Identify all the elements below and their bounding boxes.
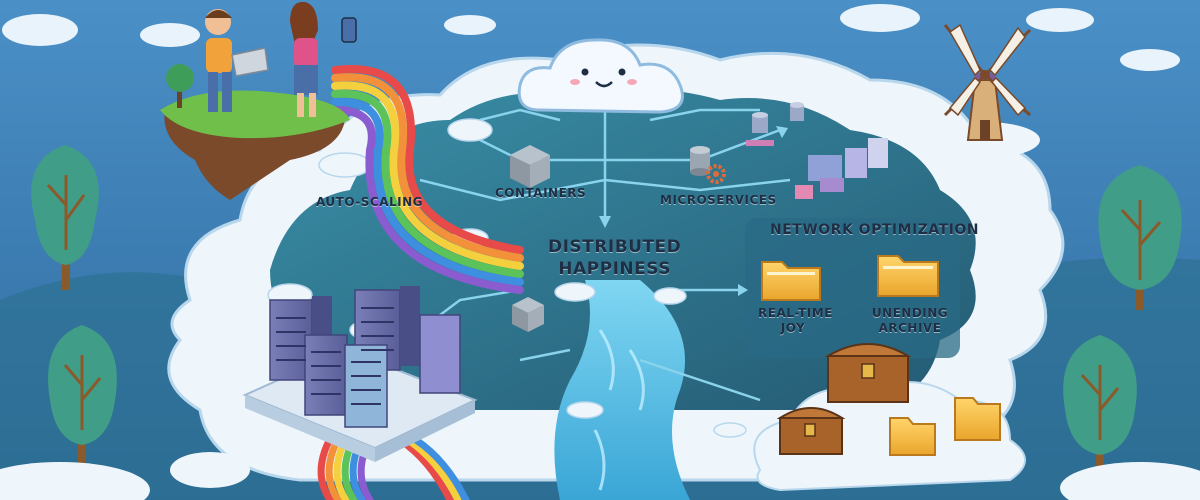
folder-icon-3 <box>889 397 1001 456</box>
center-title-line2: HAPPINESS <box>558 259 671 279</box>
server-rack-icon <box>242 286 478 462</box>
database-cluster-icon <box>746 102 888 199</box>
microservices-label: MICROSERVICES <box>660 193 777 207</box>
treasure-chest-icon <box>824 343 912 403</box>
smartphone-icon <box>341 17 357 43</box>
tree-icon-left-bottom <box>48 325 117 470</box>
unending-archive-label: UNENDING ARCHIVE <box>870 306 950 336</box>
river-icon <box>554 280 690 500</box>
background-clouds <box>2 4 1180 71</box>
laptop-icon <box>231 47 269 77</box>
tree-icon-right-bottom <box>1063 335 1137 480</box>
center-title: DISTRIBUTED HAPPINESS <box>548 236 681 280</box>
unending-archive-line2: ARCHIVE <box>878 321 942 335</box>
foreground-clouds <box>0 452 1200 500</box>
database-icon <box>690 146 710 176</box>
rainbow-bottom-icon <box>317 426 470 500</box>
tree-icon <box>166 64 194 108</box>
rainbow-icon <box>331 65 524 294</box>
container-box-icon <box>510 145 550 188</box>
folder-icon <box>761 261 821 301</box>
network-optimization-label: NETWORK OPTIMIZATION <box>770 222 980 238</box>
tree-icon-right-top <box>1098 165 1182 310</box>
real-time-joy-line2: JOY <box>780 321 806 335</box>
happy-cloud-icon <box>517 38 684 114</box>
tree-icon-left-top <box>31 145 99 290</box>
center-title-line1: DISTRIBUTED <box>548 237 682 257</box>
real-time-joy-label: REAL-TIME JOY <box>758 306 833 336</box>
treasure-chest-icon-2 <box>776 407 846 455</box>
windmill-icon <box>930 23 1040 158</box>
container-box-icon-2 <box>512 297 544 332</box>
real-time-joy-line1: REAL-TIME <box>758 306 833 320</box>
unending-archive-line1: UNENDING <box>871 306 949 320</box>
auto-scaling-label: AUTO-SCALING <box>316 195 423 209</box>
people-icon <box>205 1 357 117</box>
folder-icon-2 <box>877 255 939 297</box>
gear-icon <box>706 164 726 184</box>
containers-label: CONTAINERS <box>495 186 587 200</box>
storage-panel <box>745 218 960 358</box>
